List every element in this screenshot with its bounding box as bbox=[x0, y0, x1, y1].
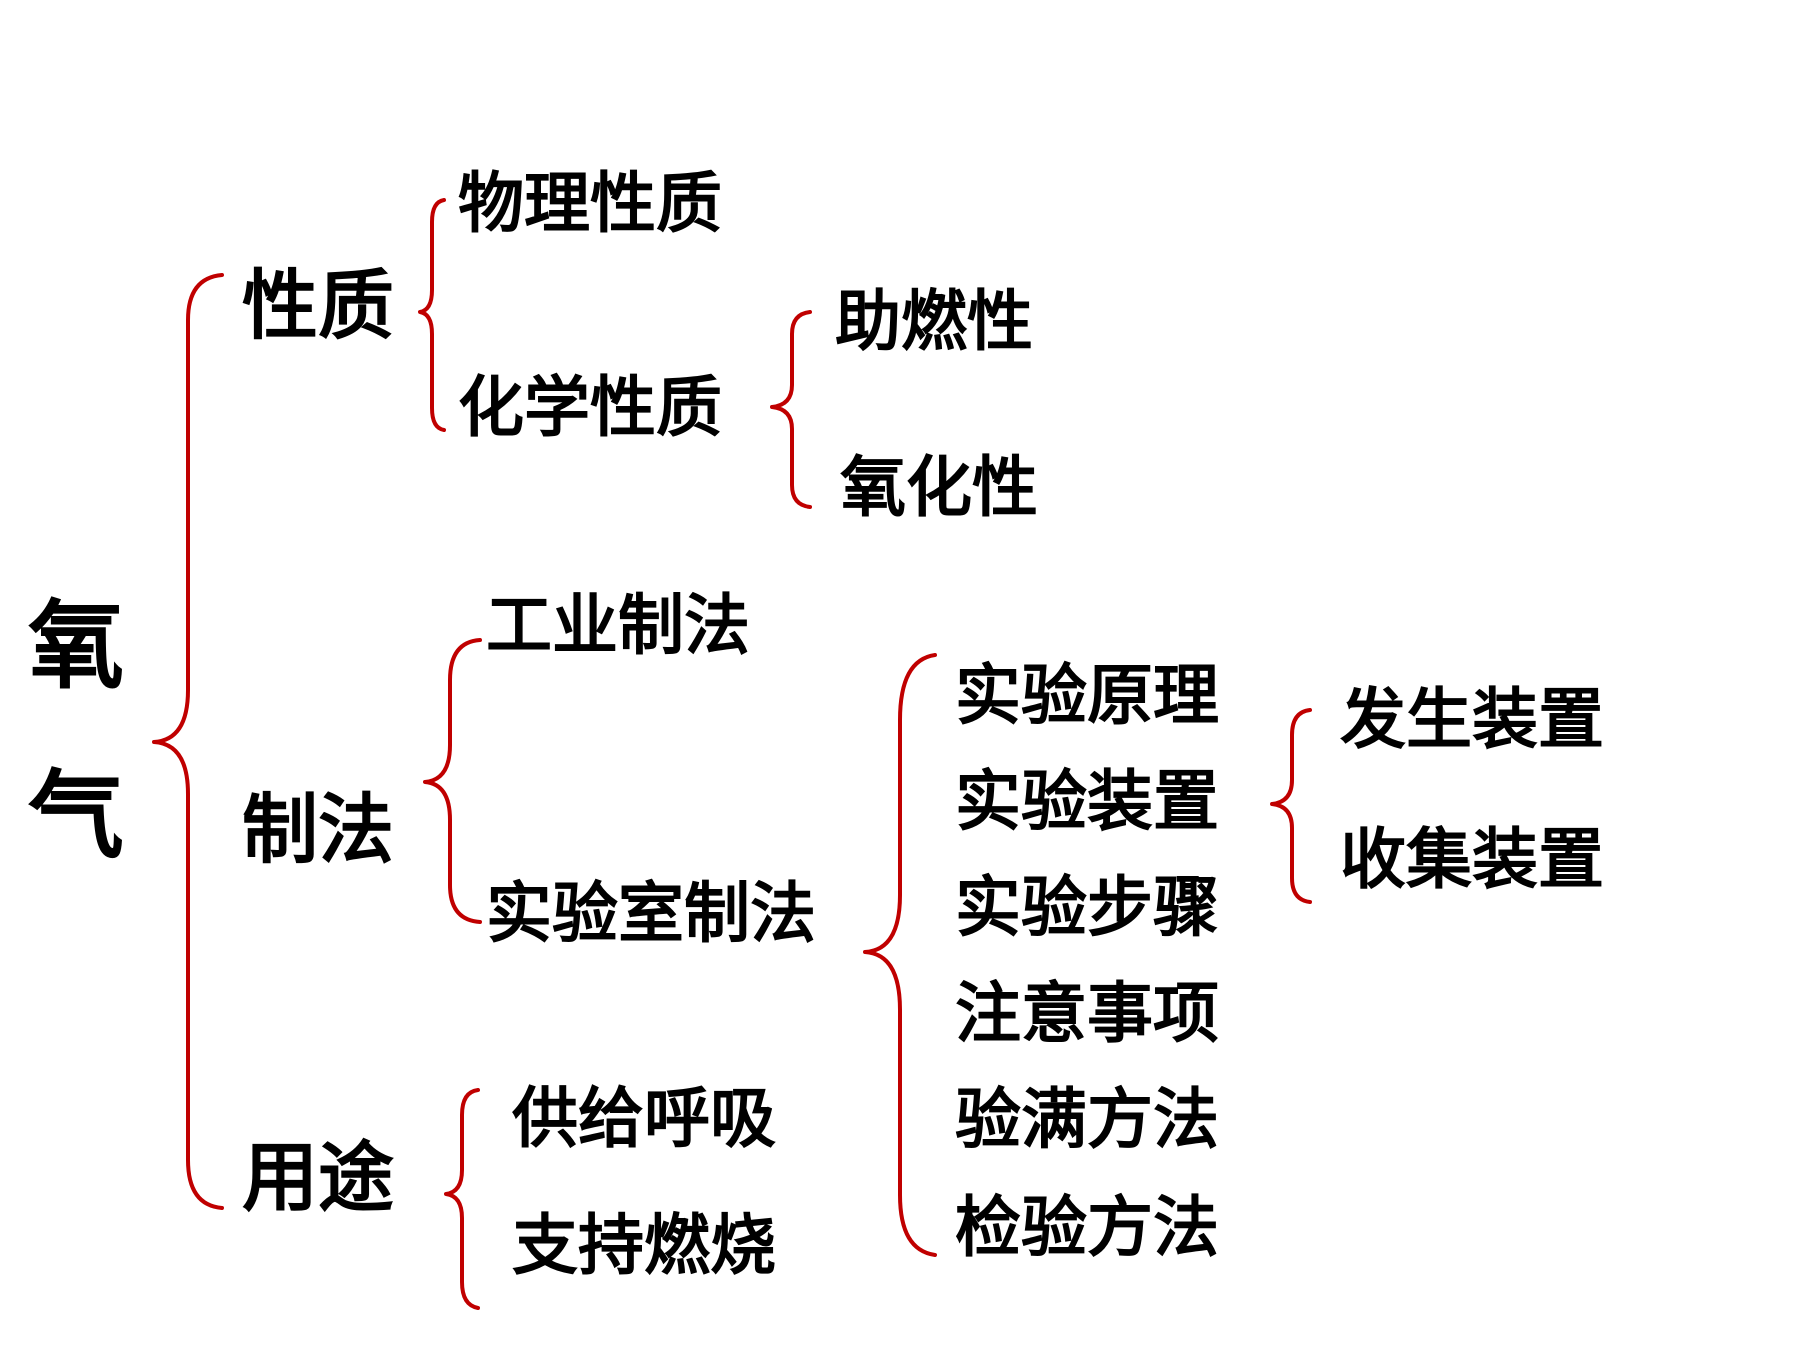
node-support-combustion: 支持燃烧 bbox=[512, 1206, 776, 1284]
node-combustion-support: 助燃性 bbox=[835, 282, 1033, 360]
node-properties: 性质 bbox=[242, 261, 394, 350]
brace-properties bbox=[418, 198, 446, 432]
node-industrial-method: 工业制法 bbox=[486, 586, 750, 664]
node-identification: 检验方法 bbox=[955, 1188, 1219, 1266]
brace-apparatus bbox=[1270, 708, 1312, 904]
node-principle: 实验原理 bbox=[955, 656, 1219, 734]
node-collector: 收集装置 bbox=[1340, 820, 1604, 898]
node-uses: 用途 bbox=[242, 1133, 394, 1222]
brace-root bbox=[152, 273, 224, 1210]
brace-laboratory bbox=[863, 653, 937, 1257]
node-chemical-properties: 化学性质 bbox=[458, 368, 722, 446]
node-full-test: 验满方法 bbox=[955, 1080, 1219, 1158]
node-oxidizing: 氧化性 bbox=[840, 448, 1038, 526]
node-apparatus: 实验装置 bbox=[955, 762, 1219, 840]
root-label-line1: 氧 bbox=[28, 589, 124, 702]
node-generator: 发生装置 bbox=[1340, 680, 1604, 758]
node-steps: 实验步骤 bbox=[955, 868, 1219, 946]
brace-uses bbox=[444, 1088, 480, 1310]
brace-preparation bbox=[423, 638, 482, 924]
node-precautions: 注意事项 bbox=[955, 974, 1219, 1052]
node-physical-properties: 物理性质 bbox=[458, 164, 722, 242]
node-laboratory-method: 实验室制法 bbox=[486, 874, 816, 952]
root-label-line2: 气 bbox=[28, 759, 124, 872]
node-preparation: 制法 bbox=[242, 785, 394, 874]
node-breathing: 供给呼吸 bbox=[512, 1079, 776, 1157]
brace-chemical bbox=[770, 310, 812, 509]
